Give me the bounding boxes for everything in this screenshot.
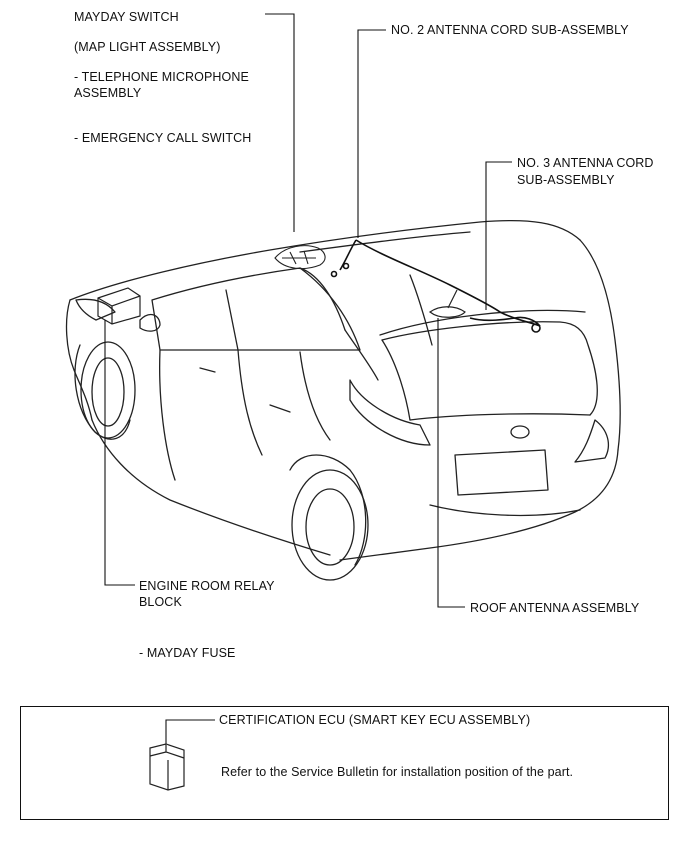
leader-mayday-switch bbox=[265, 13, 295, 232]
engine-room-relay-part bbox=[97, 287, 141, 325]
label-telephone-microphone-2: ASSEMBLY bbox=[74, 86, 142, 100]
label-certification-ecu: CERTIFICATION ECU (SMART KEY ECU ASSEMBL… bbox=[219, 713, 531, 727]
label-engine-room-relay-2: BLOCK bbox=[139, 595, 182, 609]
label-emergency-call-switch: - EMERGENCY CALL SWITCH bbox=[74, 131, 252, 145]
label-engine-room-relay-1: ENGINE ROOM RELAY bbox=[139, 579, 275, 593]
mayday-switch-part bbox=[274, 245, 326, 270]
service-bulletin-note: Refer to the Service Bulletin for instal… bbox=[221, 765, 574, 779]
label-mayday-fuse: - MAYDAY FUSE bbox=[139, 646, 236, 660]
antenna-cord-parts bbox=[330, 239, 541, 333]
label-no3-antenna-cord-2: SUB-ASSEMBLY bbox=[517, 173, 615, 187]
leader-lines bbox=[104, 13, 512, 746]
label-no3-antenna-cord-1: NO. 3 ANTENNA CORD bbox=[517, 156, 654, 170]
label-roof-antenna-assembly: ROOF ANTENNA ASSEMBLY bbox=[470, 601, 640, 615]
certification-ecu-part bbox=[149, 743, 185, 791]
leader-roof-antenna bbox=[437, 318, 465, 608]
leader-certification-ecu bbox=[165, 719, 215, 746]
certification-ecu-box bbox=[20, 706, 669, 820]
leader-no3-antenna bbox=[485, 161, 512, 310]
label-telephone-microphone-1: - TELEPHONE MICROPHONE bbox=[74, 70, 249, 84]
label-map-light-assembly: (MAP LIGHT ASSEMBLY) bbox=[74, 40, 221, 54]
leader-engine-room bbox=[104, 320, 135, 586]
roof-antenna-part bbox=[428, 289, 466, 318]
car-body-outline bbox=[65, 219, 621, 581]
leader-no2-antenna bbox=[357, 29, 386, 238]
label-no2-antenna-cord: NO. 2 ANTENNA CORD SUB-ASSEMBLY bbox=[391, 23, 629, 37]
label-mayday-switch: MAYDAY SWITCH bbox=[74, 10, 179, 24]
